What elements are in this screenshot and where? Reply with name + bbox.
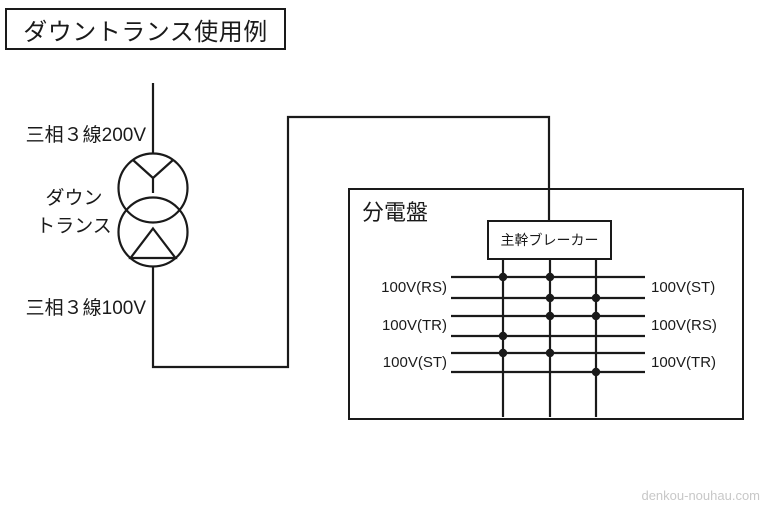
diagram-title-box: ダウントランス使用例 bbox=[5, 8, 286, 50]
branch-circuit-label-left: 100V(TR) bbox=[381, 317, 447, 334]
input-voltage-label: 三相３線200V bbox=[25, 125, 146, 146]
delta-symbol-icon bbox=[128, 226, 178, 260]
transformer-secondary-circle bbox=[117, 196, 189, 268]
output-voltage-label: 三相３線100V bbox=[25, 298, 146, 319]
panel-title: 分電盤 bbox=[362, 200, 429, 225]
transformer-name-line1: ダウン bbox=[45, 188, 103, 209]
main-breaker-label: 主幹ブレーカー bbox=[500, 232, 599, 248]
branch-circuit-label-right: 100V(RS) bbox=[651, 317, 717, 334]
watermark: denkou-nouhau.com bbox=[641, 488, 760, 503]
transformer-name-line2: トランス bbox=[36, 216, 112, 237]
branch-circuit-label-left: 100V(RS) bbox=[381, 279, 447, 296]
main-breaker-box: 主幹ブレーカー bbox=[487, 220, 612, 260]
diagram-title: ダウントランス使用例 bbox=[23, 18, 268, 46]
wye-symbol-icon bbox=[132, 159, 174, 193]
transformer-primary-circle bbox=[117, 152, 189, 224]
branch-circuit-label-right: 100V(TR) bbox=[651, 354, 717, 371]
branch-circuit-label-left: 100V(ST) bbox=[382, 354, 447, 371]
branch-circuit-label-right: 100V(ST) bbox=[651, 279, 716, 296]
transformer-name-label: ダウン トランス bbox=[24, 185, 124, 241]
